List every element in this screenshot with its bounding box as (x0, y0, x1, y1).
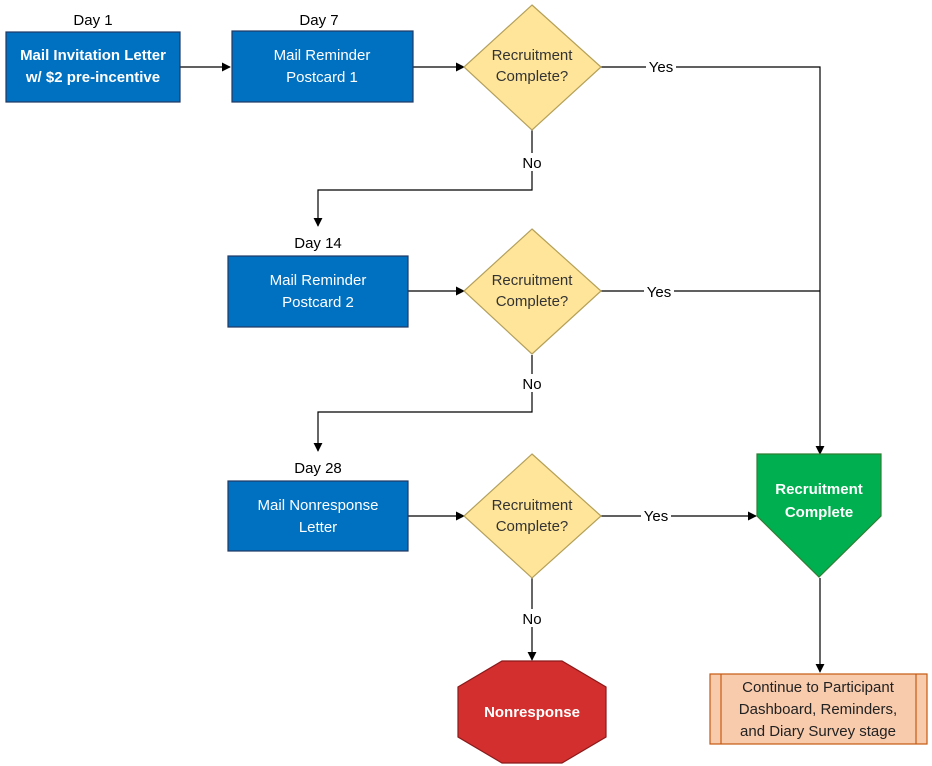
edge-labels: Yes Yes Yes No No No (519, 58, 676, 628)
reminder-postcard-1-box: Mail Reminder Postcard 1 (231, 30, 414, 103)
nonresponse-label: Nonresponse (484, 704, 580, 721)
decision-1-line2: Complete? (496, 68, 569, 85)
no-label-2: No (522, 376, 541, 393)
recruitment-complete-line2: Complete (785, 504, 853, 521)
reminder-postcard-2-line1: Mail Reminder (270, 272, 367, 289)
recruitment-complete-shape: Recruitment Complete (756, 453, 882, 578)
connectors (180, 62, 825, 673)
connector-decision1-yes (601, 66, 825, 455)
recruitment-complete-line1: Recruitment (775, 481, 863, 498)
continue-line3: and Diary Survey stage (740, 723, 896, 740)
decision-3-line2: Complete? (496, 518, 569, 535)
invitation-letter-line2: w/ $2 pre-incentive (25, 69, 160, 86)
reminder-postcard-2-box: Mail Reminder Postcard 2 (227, 255, 409, 328)
day-28-label: Day 28 (294, 460, 342, 477)
decision-1-diamond: Recruitment Complete? (463, 4, 602, 131)
nonresponse-letter-line2: Letter (299, 519, 337, 536)
day-1-label: Day 1 (73, 12, 112, 29)
no-label-1: No (522, 155, 541, 172)
reminder-postcard-1-line1: Mail Reminder (274, 47, 371, 64)
nonresponse-octagon: Nonresponse (457, 660, 607, 764)
decision-3-diamond: Recruitment Complete? (463, 453, 602, 579)
yes-label-1: Yes (649, 59, 673, 76)
invitation-letter-line1: Mail Invitation Letter (20, 47, 166, 64)
decision-2-line1: Recruitment (492, 272, 574, 289)
no-label-3: No (522, 611, 541, 628)
day-7-label: Day 7 (299, 12, 338, 29)
invitation-letter-box: Mail Invitation Letter w/ $2 pre-incenti… (5, 31, 181, 103)
yes-label-2: Yes (647, 284, 671, 301)
continue-line2: Dashboard, Reminders, (739, 701, 897, 718)
decision-2-diamond: Recruitment Complete? (463, 228, 602, 355)
decision-3-line1: Recruitment (492, 497, 574, 514)
nonresponse-letter-box: Mail Nonresponse Letter (227, 480, 409, 552)
reminder-postcard-2-line2: Postcard 2 (282, 294, 354, 311)
continue-process-box: Continue to Participant Dashboard, Remin… (709, 673, 928, 745)
yes-label-3: Yes (644, 508, 668, 525)
connector-decision1-no (313, 130, 533, 227)
decision-1-line1: Recruitment (492, 47, 574, 64)
continue-line1: Continue to Participant (742, 679, 895, 696)
connector-decision2-no (313, 355, 533, 452)
reminder-postcard-1-line2: Postcard 1 (286, 69, 358, 86)
nonresponse-letter-line1: Mail Nonresponse (258, 497, 379, 514)
decision-2-line2: Complete? (496, 293, 569, 310)
day-14-label: Day 14 (294, 235, 342, 252)
